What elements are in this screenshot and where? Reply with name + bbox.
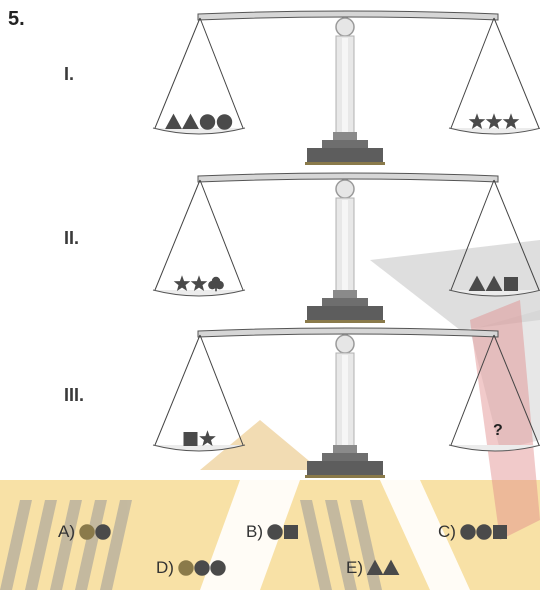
- scale-right-pan: [448, 127, 540, 135]
- square-icon: [492, 525, 507, 539]
- star-icon: [173, 275, 191, 291]
- left-pan-string: [154, 334, 201, 446]
- unknown-weight-mark: ?: [493, 422, 503, 439]
- triangle-icon: [367, 559, 384, 575]
- scale-label-1: I.: [64, 64, 75, 84]
- right-pan-string: [450, 334, 495, 446]
- option-c-shapes: [460, 524, 507, 540]
- option-a[interactable]: A): [58, 522, 139, 542]
- star-icon: [485, 113, 503, 129]
- star-icon: [468, 113, 486, 129]
- circle-icon: [194, 560, 210, 576]
- triangle-icon: [485, 275, 503, 291]
- scale-left-pan: [152, 127, 246, 135]
- scale-base-upper: [322, 453, 368, 461]
- right-pan-string: [493, 17, 540, 129]
- clover-icon: [208, 276, 224, 292]
- option-e[interactable]: E): [346, 558, 427, 578]
- balance-scale-3: [152, 327, 540, 478]
- right-pan-string: [493, 334, 540, 446]
- scale-base-upper: [322, 140, 368, 148]
- scale-left-pan: [152, 444, 246, 452]
- scale-neck: [333, 445, 357, 453]
- scale-pivot: [335, 179, 355, 199]
- scale-neck: [333, 132, 357, 140]
- option-a-shapes: [79, 524, 111, 540]
- circle-icon: [460, 524, 476, 540]
- scale-right-pan: [448, 444, 540, 452]
- left-pan-string: [154, 17, 201, 129]
- star-icon: [190, 275, 208, 291]
- triangle-icon: [468, 275, 486, 291]
- circle-icon: [216, 114, 233, 130]
- square-icon: [183, 432, 198, 446]
- left-pan-string: [154, 179, 201, 291]
- circle-icon: [178, 560, 194, 576]
- right-pan-string: [450, 179, 495, 291]
- square-icon: [284, 525, 298, 539]
- scale-base: [307, 461, 383, 476]
- circle-icon: [95, 524, 111, 540]
- scale-beam: [197, 172, 499, 183]
- circle-icon: [79, 524, 95, 540]
- background-banner: [0, 240, 540, 590]
- option-e-shapes: [367, 559, 400, 575]
- circle-icon: [199, 114, 216, 130]
- scale-beam: [197, 10, 499, 21]
- option-d-shapes: [178, 560, 226, 576]
- triangle-icon: [165, 113, 182, 129]
- option-d[interactable]: D): [156, 558, 248, 578]
- scale-pivot: [335, 17, 355, 37]
- circle-icon: [267, 524, 283, 540]
- circle-icon: [476, 524, 492, 540]
- scale-left-pan: [152, 289, 246, 297]
- scales-layer: [152, 10, 540, 478]
- option-c[interactable]: C): [438, 522, 530, 542]
- left-pan-string: [199, 334, 244, 446]
- triangle-icon: [382, 559, 400, 575]
- option-a-letter: A): [58, 522, 75, 541]
- option-b-shapes: [267, 524, 298, 540]
- scale-label-3: III.: [64, 385, 85, 405]
- star-icon: [502, 113, 520, 129]
- triangle-icon: [182, 113, 199, 129]
- circle-icon: [210, 560, 226, 576]
- scale-pivot: [335, 334, 355, 354]
- scale-neck: [333, 290, 357, 298]
- star-icon: [199, 430, 216, 446]
- scale-base-upper: [322, 298, 368, 306]
- option-e-letter: E): [346, 558, 363, 577]
- scale-base: [307, 306, 383, 321]
- option-b-letter: B): [246, 522, 263, 541]
- left-pan-string: [199, 179, 244, 291]
- option-c-letter: C): [438, 522, 456, 541]
- scale-right-pan: [448, 289, 540, 297]
- balance-scale-2: [152, 172, 540, 323]
- scale-base: [307, 148, 383, 163]
- question-number: 5.: [8, 8, 25, 30]
- right-pan-string: [450, 17, 495, 129]
- scale-label-2: II.: [64, 228, 80, 248]
- left-pan-string: [199, 17, 244, 129]
- square-icon: [504, 277, 518, 291]
- scale-beam: [197, 327, 499, 338]
- option-d-letter: D): [156, 558, 174, 577]
- balance-scale-1: [152, 10, 540, 165]
- option-b[interactable]: B): [246, 522, 327, 542]
- right-pan-string: [493, 179, 540, 291]
